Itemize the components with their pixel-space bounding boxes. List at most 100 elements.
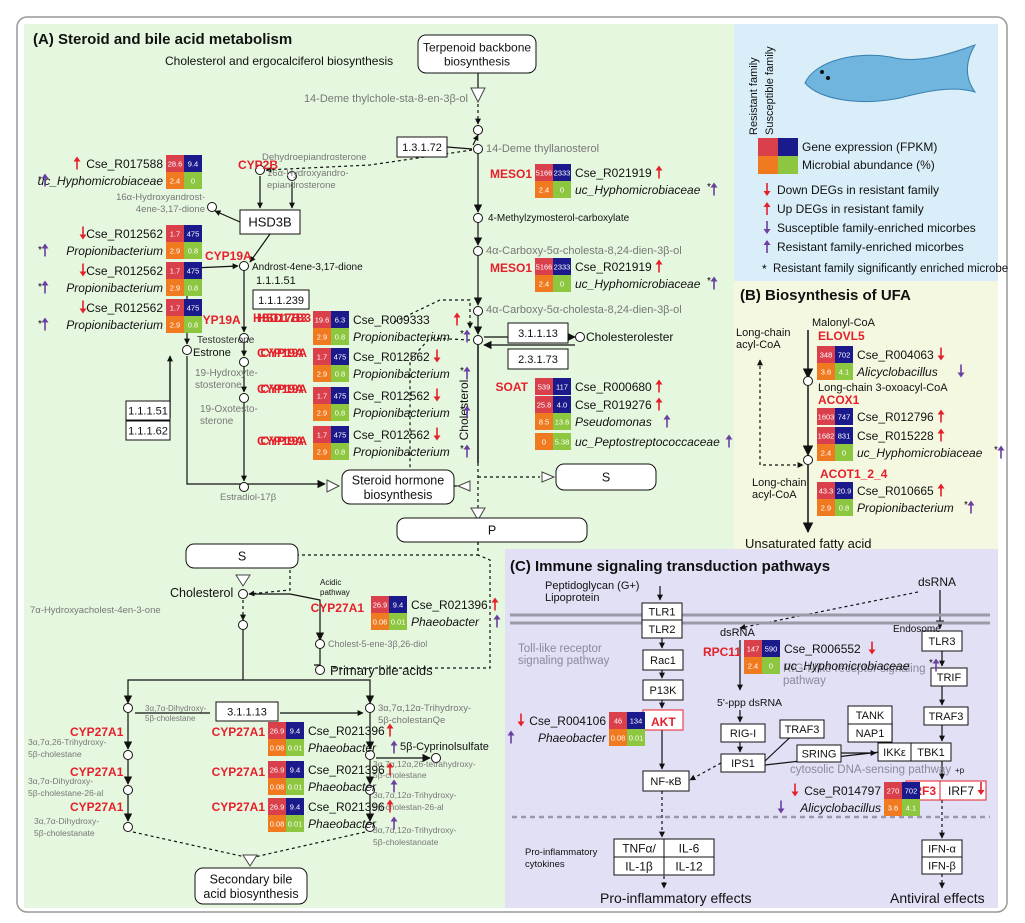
- purple-down-arrow-icon: [957, 364, 965, 378]
- pathway-box: [555, 463, 657, 491]
- abundance-susceptible: [902, 799, 920, 816]
- star-icon: *: [929, 658, 933, 669]
- fpkm-resistant: [313, 387, 331, 404]
- purple-up-arrow-icon: [710, 182, 718, 196]
- purple-up-arrow-icon: [390, 779, 398, 793]
- fpkm-susceptible: [835, 408, 853, 425]
- fpkm-susceptible: [331, 426, 349, 443]
- box-label: 1.3.1.72: [402, 142, 442, 154]
- fpkm-resistant-value: 1.7: [170, 304, 180, 313]
- box: [507, 322, 569, 344]
- red-up-arrow-icon: [655, 397, 663, 411]
- purple-up-arrow-icon: [663, 414, 671, 428]
- label: Malonyl-CoA: [812, 317, 876, 329]
- fpkm-susceptible-value: 117: [556, 383, 568, 392]
- arrow-head: [463, 366, 471, 372]
- arrow-head: [655, 259, 663, 265]
- abundance-resistant: [166, 172, 184, 189]
- abundance-susceptible-value: 0: [191, 177, 195, 186]
- box-label: TRAF3: [785, 724, 820, 736]
- fpkm-susceptible: [553, 396, 571, 413]
- enzyme-label: CYP19A: [260, 434, 307, 448]
- legend-swatch: [778, 138, 798, 156]
- microbe-name: Propionibacterium: [66, 244, 163, 258]
- fpkm-susceptible: [184, 225, 202, 242]
- abundance-susceptible: [835, 499, 853, 516]
- enzyme-label: CYP27A1: [212, 725, 266, 739]
- fpkm-susceptible: [184, 262, 202, 279]
- pathway-box-label: Terpenoid backbone: [423, 40, 531, 54]
- microbe-name: Alicyclobacillus: [799, 801, 881, 815]
- box: [396, 136, 448, 158]
- fpkm-resistant: [535, 258, 553, 275]
- fpkm-susceptible-value: 6.3: [335, 316, 345, 325]
- enzyme-label: CYP27A1: [70, 800, 124, 814]
- abundance-susceptible: [553, 413, 571, 430]
- fpkm-resistant: [313, 426, 331, 443]
- star-icon: *: [707, 182, 711, 193]
- label: 5β-cholestane: [373, 770, 427, 780]
- purple-up-arrow-icon: [41, 280, 49, 294]
- fpkm-resistant-value: 1.7: [317, 431, 327, 440]
- purple-up-arrow-icon: [463, 444, 471, 458]
- abundance-resistant: [166, 279, 184, 296]
- label: 5β-Cyprinolsulfate: [400, 741, 489, 753]
- red-up-arrow-icon: [655, 379, 663, 393]
- box-label: IFN-β: [928, 860, 956, 872]
- purple-up-arrow-icon: [997, 445, 1005, 459]
- connector-arrow: [132, 831, 251, 859]
- abundance-resistant: [268, 778, 286, 795]
- box-label: TRAF3: [929, 711, 964, 723]
- metabolite-node: [365, 785, 375, 795]
- abundance-resistant-value: 2.9: [170, 247, 180, 256]
- gene-id: Cse_R010665: [857, 484, 934, 498]
- abundance-resistant-value: 3.6: [821, 368, 831, 377]
- box-label: P13K: [650, 685, 678, 697]
- abundance-resistant-value: 2.9: [317, 370, 327, 379]
- arrow-head: [763, 229, 771, 234]
- star-icon: *: [38, 282, 42, 293]
- abundance-resistant-value: 0.08: [270, 820, 285, 829]
- microbe-name: Phaeobacter: [308, 741, 377, 755]
- abundance-resistant: [609, 729, 627, 746]
- microbe-name: Phaeobacter: [411, 615, 480, 629]
- label: dsRNA: [918, 575, 956, 589]
- abundance-susceptible: [286, 739, 304, 756]
- microbe-name: Phaeobacter: [308, 780, 377, 794]
- arrow-head: [791, 791, 799, 797]
- purple-down-arrow-icon: [777, 800, 785, 814]
- arrow-head: [433, 435, 441, 441]
- label: 1.1.1.51: [256, 275, 296, 287]
- red-down-arrow-icon: [868, 641, 876, 655]
- abundance-susceptible-value: 0.8: [188, 284, 198, 293]
- pathway-box-label: Steroid hormone: [352, 473, 444, 487]
- gene-id: Cse_R021396: [308, 724, 385, 738]
- fpkm-susceptible: [553, 164, 571, 181]
- enzyme-label: ACOX1: [818, 393, 860, 407]
- abundance-resistant: [166, 242, 184, 259]
- connector-arrow: [265, 149, 473, 173]
- purple-up-arrow-icon: [41, 243, 49, 257]
- fpkm-resistant-value: 348: [820, 351, 833, 360]
- red-up-arrow-icon: [386, 723, 394, 737]
- arrow-head: [41, 280, 49, 286]
- abundance-susceptible-value: 4.1: [906, 804, 916, 813]
- abundance-resistant: [166, 316, 184, 333]
- abundance-resistant: [535, 433, 553, 450]
- box: [720, 753, 766, 773]
- label: 4α-Carboxy-5α-cholesta-8,24-dien-3β-ol: [486, 304, 682, 316]
- abundance-susceptible-value: 0.8: [839, 504, 849, 513]
- abundance-susceptible-value: 0: [769, 662, 773, 671]
- fpkm-susceptible-value: 590: [765, 645, 778, 654]
- metabolite-node: [255, 165, 265, 175]
- fpkm-susceptible: [331, 348, 349, 365]
- label: dsRNA: [720, 627, 756, 639]
- metabolite-node: [123, 750, 133, 760]
- gene-id: Cse_R000680: [575, 380, 652, 394]
- arrow-head: [710, 182, 718, 188]
- enzyme-label: SOAT: [496, 380, 529, 394]
- arrow-head: [41, 173, 49, 179]
- metabolite-node: [803, 455, 813, 465]
- abundance-resistant: [535, 275, 553, 292]
